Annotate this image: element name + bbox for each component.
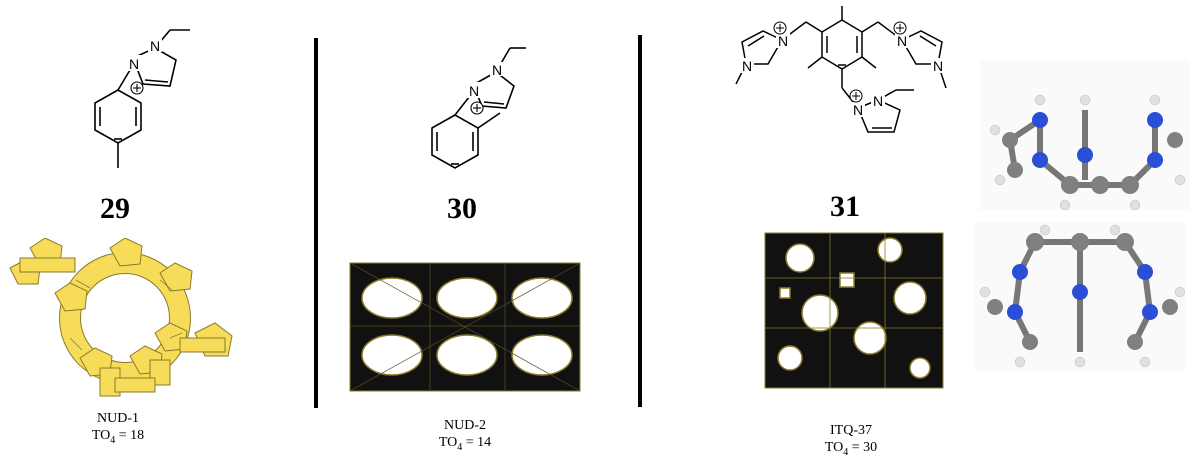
structure-31: N N N N N N xyxy=(735,6,947,133)
framework-itq-37 xyxy=(764,232,944,389)
atom-n: N xyxy=(469,83,479,99)
compound-number-30: 30 xyxy=(447,192,477,225)
framework-name: NUD-1 xyxy=(97,411,139,426)
atom-n: N xyxy=(150,38,160,54)
to4-count: TO4 = 18 xyxy=(91,428,145,446)
framework-nud-1 xyxy=(9,238,233,397)
panel-compound-31: N N N N N N 31 xyxy=(660,0,970,459)
to4-count: TO4 = 14 xyxy=(438,435,492,453)
compound-number-29: 29 xyxy=(100,192,130,225)
atom-n: N xyxy=(129,56,139,72)
ball-stick-model-bottom xyxy=(975,222,1185,372)
divider-1 xyxy=(314,38,318,408)
compound-number-31: 31 xyxy=(830,190,860,223)
framework-nud-2 xyxy=(349,262,581,392)
structure-29: N N xyxy=(94,29,190,168)
framework-label-nud-1: NUD-1 TO4 = 18 xyxy=(38,410,198,449)
ball-stick-model-top xyxy=(980,60,1190,210)
atom-n: N xyxy=(778,33,788,49)
atom-n: N xyxy=(873,93,883,109)
framework-label-nud-2: NUD-2 TO4 = 14 xyxy=(385,417,545,456)
panel-compound-29: N N 29 xyxy=(0,0,300,459)
framework-name: ITQ-37 xyxy=(830,423,872,438)
framework-name: NUD-2 xyxy=(444,418,486,433)
to4-count: TO4 = 30 xyxy=(824,440,878,458)
panel-compound-30: N N 30 NUD-2 TO4 = 14 xyxy=(330,0,630,459)
divider-2 xyxy=(638,35,642,407)
atom-n: N xyxy=(853,102,863,118)
framework-label-itq-37: ITQ-37 TO4 = 30 xyxy=(771,422,931,461)
atom-n: N xyxy=(933,58,943,74)
structure-30: N N xyxy=(431,47,526,169)
atom-n: N xyxy=(742,58,752,74)
atom-n: N xyxy=(897,33,907,49)
atom-n: N xyxy=(492,62,502,78)
